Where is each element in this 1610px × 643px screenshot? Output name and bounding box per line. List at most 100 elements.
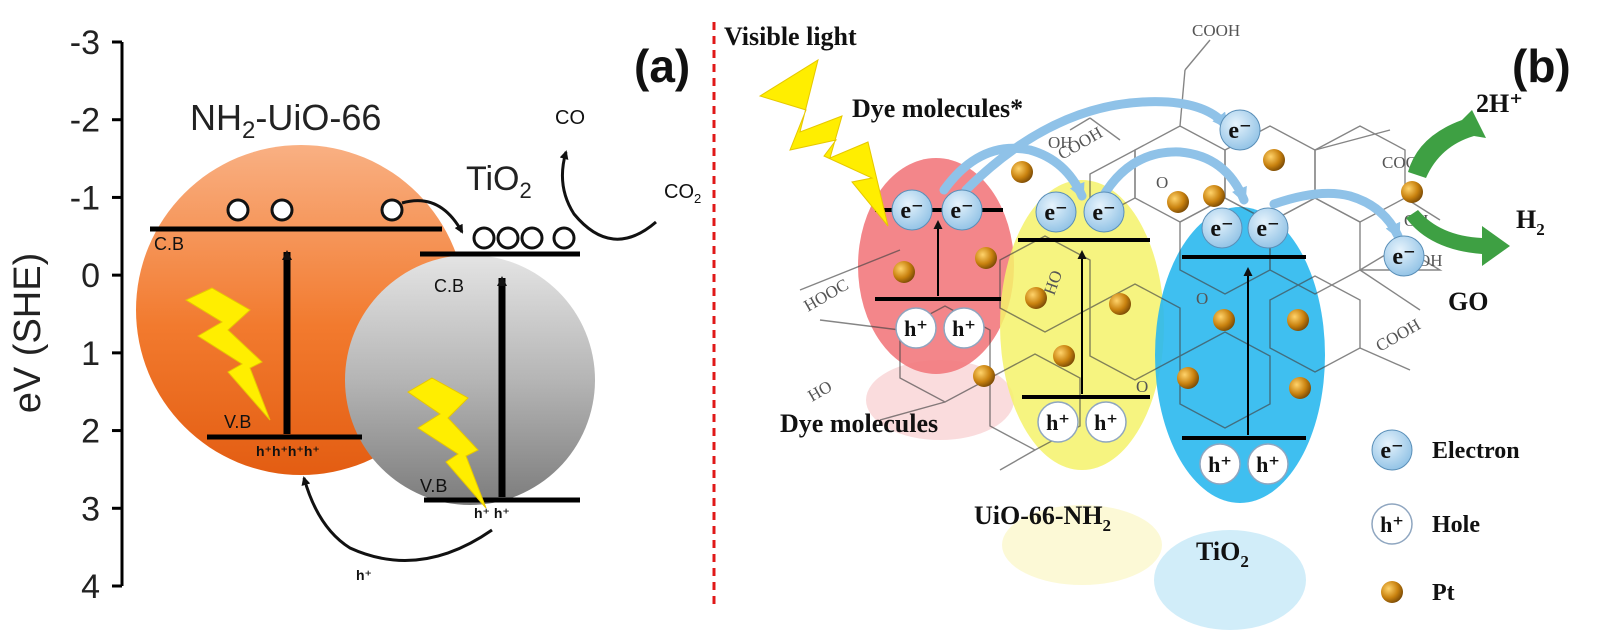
- fg-label: O: [1136, 377, 1148, 396]
- electron: [552, 226, 576, 250]
- pt-particle: [973, 365, 995, 387]
- svg-text:h⁺: h⁺: [1094, 410, 1118, 435]
- electron-bubble: e⁻: [1219, 109, 1261, 151]
- legend-pt: Pt: [1381, 580, 1455, 606]
- hole-bubble: h⁺: [895, 307, 937, 349]
- fg-label: COOH: [1055, 123, 1106, 164]
- svg-text:h⁺: h⁺: [1256, 452, 1280, 477]
- axis-tick-label: 1: [81, 335, 100, 373]
- electron-bubble: e⁻: [941, 189, 983, 231]
- electron-bubble: e⁻: [1383, 235, 1425, 277]
- axis-tick-label: -1: [70, 179, 100, 217]
- visible-light-label: Visible light: [724, 22, 857, 51]
- hole-bubble: h⁺: [1037, 401, 1079, 443]
- holes-b: h⁺ h⁺ h⁺ h⁺ h⁺ h⁺: [895, 307, 1289, 485]
- svg-text:e⁻: e⁻: [1228, 118, 1251, 144]
- axis-tick-label: 2: [81, 413, 100, 451]
- legend-electron: e⁻ Electron: [1371, 429, 1520, 471]
- co2-reduction-arrow: [559, 150, 657, 241]
- fg-label: HO: [805, 377, 836, 406]
- svg-text:e⁻: e⁻: [950, 198, 973, 224]
- hole-transfer-label: h⁺: [356, 567, 372, 583]
- fg-label: O: [1196, 289, 1208, 308]
- electron-bubble: e⁻: [1083, 191, 1125, 233]
- fg-label: O: [1156, 173, 1168, 192]
- tio2-holes: h⁺ h⁺: [474, 505, 510, 521]
- pt-particle: [1167, 191, 1189, 213]
- co-label: CO: [555, 107, 585, 129]
- lightning-icon: [758, 58, 889, 227]
- axis-title: eV (SHE): [7, 253, 49, 413]
- dye-ground-label: Dye molecules: [780, 409, 938, 438]
- uio-reflection: [1002, 505, 1162, 585]
- pt-particle: [893, 261, 915, 283]
- tio2-title: TiO2: [466, 160, 532, 203]
- tio2-label-b: TiO2: [1196, 537, 1249, 571]
- pt-particle: [1177, 367, 1199, 389]
- svg-text:h⁺: h⁺: [1208, 452, 1232, 477]
- mof-vb-label: V.B: [224, 412, 251, 432]
- electron: [472, 226, 496, 250]
- tio2-cb-label: C.B: [434, 276, 464, 296]
- dye-excited-label: Dye molecules*: [852, 94, 1023, 123]
- lightning-icon: [407, 377, 487, 509]
- svg-text:e⁻: e⁻: [1044, 200, 1067, 226]
- electron: [496, 226, 520, 250]
- electron-transfer-arrow: [401, 199, 464, 234]
- legend: e⁻ Electron h⁺ Hole Pt: [1371, 429, 1520, 606]
- axis-tick-label: 0: [81, 257, 100, 295]
- legend-label: Pt: [1432, 580, 1455, 606]
- tio2-reflection: [1154, 530, 1306, 630]
- hole-bubble: h⁺: [1199, 443, 1241, 485]
- electron-bubble: e⁻: [1035, 191, 1077, 233]
- transfer-arrow: [1097, 147, 1249, 205]
- pt-particle: [1109, 293, 1131, 315]
- electron-bubble: e⁻: [891, 189, 933, 231]
- uio-label: UiO-66-NH2: [974, 501, 1111, 535]
- pt-particle: [1213, 309, 1235, 331]
- transfer-arrow: [961, 97, 1231, 195]
- pt-particle: [1053, 345, 1075, 367]
- pt-icon: [1381, 581, 1403, 603]
- hole-bubble: h⁺: [1247, 443, 1289, 485]
- pt-particle: [1203, 185, 1225, 207]
- svg-text:e⁻: e⁻: [900, 198, 923, 224]
- proton-label: 2H⁺: [1476, 89, 1523, 118]
- fg-label: COOH: [1373, 315, 1424, 356]
- pt-particle: [1025, 287, 1047, 309]
- tio2-ellipse: [1155, 207, 1325, 503]
- axis-tick-label: 4: [81, 568, 100, 606]
- electron: [270, 198, 294, 222]
- fg-label: COOH: [1192, 21, 1240, 40]
- axis-tick-label: 3: [81, 490, 100, 528]
- svg-text:h⁺: h⁺: [904, 316, 928, 341]
- pt-particle: [1263, 149, 1285, 171]
- electron-icon: [1371, 429, 1413, 471]
- fg-label: OH: [1048, 133, 1073, 152]
- electron-bubble: e⁻: [1201, 207, 1243, 249]
- legend-label: Electron: [1432, 438, 1520, 464]
- pt-particle: [1401, 181, 1423, 203]
- legend-hole: h⁺ Hole: [1371, 503, 1480, 545]
- tio2-electrons: [472, 226, 576, 250]
- electron-bubble: e⁻: [1247, 207, 1289, 249]
- svg-text:e⁻: e⁻: [1210, 216, 1233, 242]
- electron: [226, 198, 250, 222]
- h2-label: H2: [1516, 205, 1545, 239]
- pt-particle: [1011, 161, 1033, 183]
- transfer-arrow: [1269, 188, 1403, 241]
- svg-text:h⁺: h⁺: [1046, 410, 1070, 435]
- hole-icon: [1371, 503, 1413, 545]
- h2-arrow: [1406, 210, 1510, 266]
- hole-transfer-arrow: [301, 476, 493, 562]
- svg-text:h⁺: h⁺: [952, 316, 976, 341]
- panel-a-label: (a): [634, 40, 690, 92]
- tio2-vb-label: V.B: [420, 476, 447, 496]
- co2-label: CO2: [664, 181, 701, 206]
- pt-particle: [1287, 309, 1309, 331]
- lightning-icon: [184, 287, 271, 421]
- pt-particle: [975, 247, 997, 269]
